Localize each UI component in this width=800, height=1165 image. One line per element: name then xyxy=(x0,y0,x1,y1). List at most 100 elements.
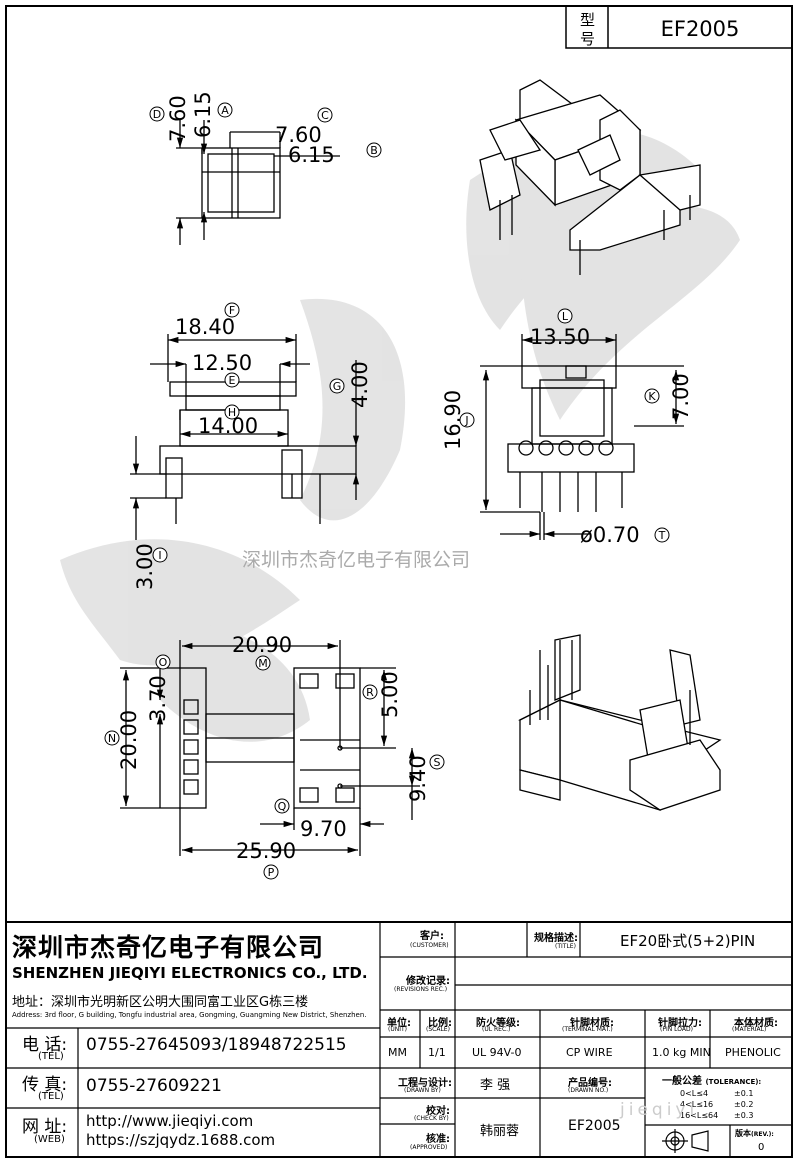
revision-label-en: (REVISIONS REC.) xyxy=(394,986,448,993)
tol-range-1: 0<L≤4 xyxy=(680,1089,709,1098)
terminal-label: 针脚材质: xyxy=(570,1018,614,1029)
tolerance-header: 一般公差 (TOLERANCE): xyxy=(662,1072,761,1087)
unit-label-en: (UNIT) xyxy=(388,1026,407,1033)
model-value: EF2005 xyxy=(661,17,740,41)
watermark-text: 深圳市杰奇亿电子有限公司 xyxy=(242,549,470,571)
tel-label-en: (TEL) xyxy=(38,1051,64,1062)
rev-label-en: (REV.): xyxy=(751,1131,774,1138)
title-value: EF20卧式(5+2)PIN xyxy=(620,932,756,950)
scale-label-en: (SCALE) xyxy=(426,1026,450,1033)
web-label-en: (WEB) xyxy=(34,1134,65,1145)
view-top-left xyxy=(176,120,340,245)
web-link-2[interactable]: https://szjqydz.1688.com xyxy=(86,1131,276,1149)
marker-A: A xyxy=(221,104,229,117)
rev-label-cn: 版本 xyxy=(735,1129,751,1138)
fax-value: 0755-27609221 xyxy=(86,1076,222,1096)
marker-J: J xyxy=(464,414,468,427)
material-label: 本体材质: xyxy=(734,1018,778,1029)
circle-markers xyxy=(104,102,670,880)
header-table xyxy=(565,5,793,49)
approved-label: 核准: xyxy=(426,1134,450,1145)
unit-value: MM xyxy=(388,1046,407,1059)
dim-3-00: 3.00 xyxy=(133,543,157,590)
address-en: Address: 3rd floor, G building, Tongfu i… xyxy=(12,1011,367,1019)
company-name-cn: 深圳市杰奇亿电子有限公司 xyxy=(12,933,325,962)
marker-T: T xyxy=(658,529,666,542)
marker-C: C xyxy=(321,109,329,122)
marker-Q: Q xyxy=(278,800,287,813)
marker-L: L xyxy=(562,310,569,323)
revision-label: 修改记录: xyxy=(406,976,450,987)
marker-K: K xyxy=(648,390,656,403)
unit-label: 单位: xyxy=(387,1018,411,1029)
web-link-1[interactable]: http://www.jieqiyi.com xyxy=(86,1112,254,1130)
part-number: EF2005 xyxy=(568,1118,621,1134)
dim-20-90: 20.90 xyxy=(232,633,292,657)
customer-label: 客户: xyxy=(420,931,444,942)
tel-label: 电 话: xyxy=(22,1035,68,1055)
title-label-en: (TITLE) xyxy=(555,943,576,950)
marker-H: H xyxy=(228,406,236,419)
drawn-label: 工程与设计: xyxy=(398,1078,452,1089)
view-side-elevation xyxy=(480,334,684,540)
marker-M: M xyxy=(258,657,268,670)
pinload-value: 1.0 kg MIN xyxy=(652,1046,711,1059)
dim-18-40: 18.40 xyxy=(175,315,235,339)
dim-25-90: 25.90 xyxy=(236,839,296,863)
rev-label: 版本(REV.): xyxy=(735,1128,774,1139)
tel-value: 0755-27645093/18948722515 xyxy=(86,1035,347,1055)
tol-value-1: ±0.1 xyxy=(734,1089,754,1098)
ul-label: 防火等级: xyxy=(476,1018,520,1029)
isometric-view-top xyxy=(479,79,701,275)
tolerance-label-en: (TOLERANCE): xyxy=(705,1078,762,1086)
approved-label-en: (APPROVED) xyxy=(410,1144,448,1151)
terminal-value: CP WIRE xyxy=(566,1046,613,1059)
marker-O: O xyxy=(159,656,168,669)
address-line: 地址：深圳市光明新区公明大围同富工业区G栋三楼 xyxy=(12,991,308,1010)
model-label-top: 型 xyxy=(580,11,595,29)
dim-7-60-vertical: 7.60 xyxy=(166,95,190,142)
tol-value-3: ±0.3 xyxy=(734,1111,754,1120)
dim-4-00: 4.00 xyxy=(348,361,372,408)
dim-7-00: 7.00 xyxy=(669,373,693,420)
tolerance-label: 一般公差 xyxy=(662,1076,702,1087)
scale-value: 1/1 xyxy=(428,1046,446,1059)
address-cn: 深圳市光明新区公明大围同富工业区G栋三楼 xyxy=(51,995,309,1010)
ul-value: UL 94V-0 xyxy=(472,1046,522,1059)
customer-label-en: (CUSTOMER) xyxy=(410,942,449,949)
dim-7-60-horizontal: 7.60 xyxy=(275,123,322,147)
marker-E: E xyxy=(229,374,236,387)
marker-B: B xyxy=(370,144,378,157)
pinload-label: 针脚拉力: xyxy=(658,1018,702,1029)
title-block-grid xyxy=(5,921,793,1158)
marker-G: G xyxy=(333,380,342,393)
tol-value-2: ±0.2 xyxy=(734,1100,754,1109)
scale-label: 比例: xyxy=(428,1018,452,1029)
marker-S: S xyxy=(434,756,441,769)
web-watermark: jieqiyi xyxy=(620,1100,699,1120)
ul-label-en: (UL REC.) xyxy=(482,1026,511,1033)
dim-phi-0-70: ø0.70 xyxy=(580,523,640,547)
drawing-frame xyxy=(5,5,793,1158)
dim-6-15-horizontal: 6.15 xyxy=(288,143,335,167)
dim-3-70: 3.70 xyxy=(146,675,170,722)
marker-P: P xyxy=(268,866,275,879)
tol-range-3: 16<L≤64 xyxy=(680,1111,719,1120)
material-label-en: (MATERIAL) xyxy=(732,1026,767,1033)
company-name-en: SHENZHEN JIEQIYI ELECTRONICS CO., LTD. xyxy=(12,964,368,982)
drawnno-label-en: (DRAWN NO.) xyxy=(568,1087,609,1094)
material-value: PHENOLIC xyxy=(725,1046,781,1059)
rev-value: 0 xyxy=(758,1142,765,1153)
view-bottom-plan xyxy=(120,640,420,856)
fax-label-en: (TEL) xyxy=(38,1091,64,1102)
marker-D: D xyxy=(153,108,161,121)
marker-F: F xyxy=(229,304,235,317)
marker-N: N xyxy=(108,732,116,745)
tol-range-2: 4<L≤16 xyxy=(680,1100,714,1109)
dim-5-00: 5.00 xyxy=(378,671,402,718)
dim-9-70: 9.70 xyxy=(300,817,347,841)
drawn-label-en: (DRAWN BY) xyxy=(404,1087,441,1094)
web-label: 网 址: xyxy=(22,1117,68,1137)
pinload-label-en: (PIN LOAD) xyxy=(660,1026,693,1033)
